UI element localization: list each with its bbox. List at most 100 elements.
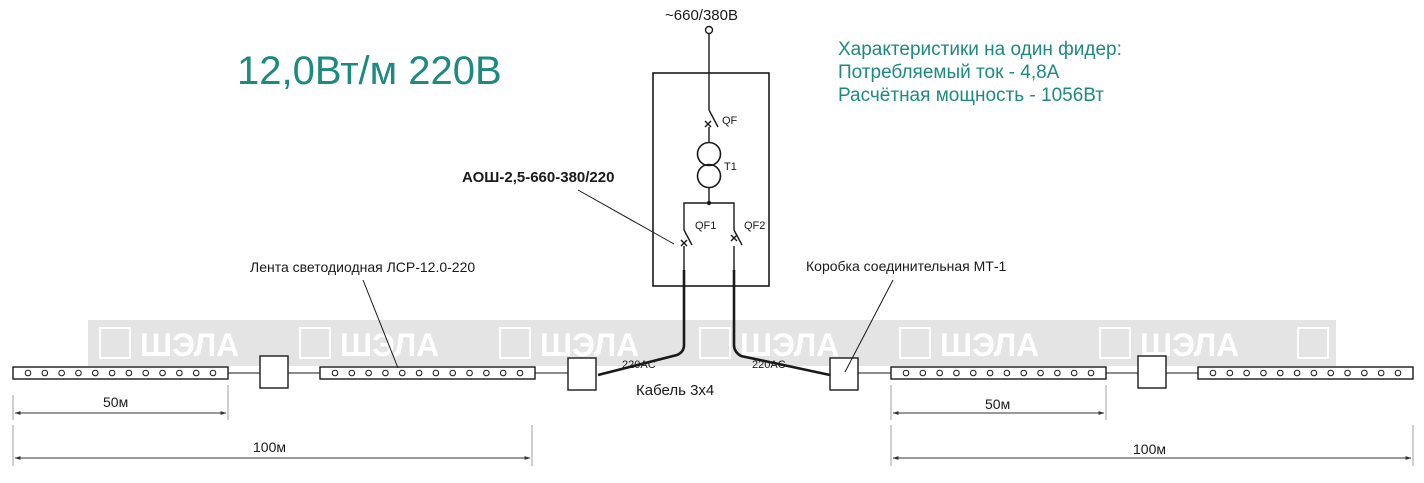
breaker-qf2 [730,229,743,270]
outgoing-bus [683,202,735,230]
led-dot [516,369,524,377]
watermark-text: ШЭЛА [740,327,839,363]
led-strip-label: Лента светодиодная ЛСР-12.0-220 [250,259,475,275]
led-dot [1037,369,1044,377]
cabinet-name-label: АОШ-2,5-660-380/220 [462,169,614,186]
led-dot [1260,369,1267,377]
led-strip-leader [362,279,399,369]
led-dot [902,369,910,377]
characteristics-heading: Характеристики на один фидер: [838,39,1122,60]
junction-box [1137,355,1167,389]
led-strip [12,366,229,380]
supply-terminal [704,25,714,35]
led-dot [1003,369,1011,377]
led-dot [1293,369,1301,377]
led-dot [1394,369,1402,377]
led-dot [969,369,977,377]
watermark-group: ШЭЛА ШЭЛА ШЭЛА ШЭЛА ШЭЛА ШЭЛА [99,327,1329,363]
junction-box-leader [844,279,894,373]
led-dot [919,369,927,377]
watermark-text: ШЭЛА [140,327,239,363]
breaker-qf2-label: QF2 [744,220,765,232]
watermark-text: ШЭЛА [940,327,1039,363]
breaker-qf1 [680,229,693,270]
led-dot [1020,369,1028,377]
led-dot [1226,369,1234,377]
page-title: 12,0Вт/м 220В [237,49,502,93]
dimension-left-long [12,425,533,466]
led-dot [159,369,166,377]
transformer-t1 [696,141,722,206]
led-dot [331,369,339,377]
breaker-qf-label: QF [722,115,738,127]
led-dot [936,369,943,377]
cabinet-leader [577,189,675,245]
dimension-left-short-label: 50м [103,394,128,410]
dimension-right-short-label: 50м [985,396,1010,412]
led-dot [1344,369,1351,377]
led-dot [986,369,994,377]
led-dot [432,369,440,377]
led-strip [1197,366,1414,380]
led-dot [1276,369,1284,377]
watermark-logo-3: ШЭЛА [499,327,639,363]
characteristics-current: Потребляемый ток - 4,8А [838,62,1060,83]
led-dot [125,369,133,377]
led-strip [890,366,1107,380]
led-strip [319,366,536,380]
led-dot [415,369,423,377]
led-dot [209,369,217,377]
led-dot [1361,369,1368,377]
junction-box [259,355,289,389]
led-dot [449,369,457,377]
voltage-left-label: 220AC [622,359,656,371]
watermark-logo-7 [1297,327,1329,359]
watermark-logo-1: ШЭЛА [99,327,239,363]
led-dot [192,369,200,377]
led-dot [466,369,473,377]
watermark-logo-5: ШЭЛА [899,327,1039,363]
led-dot [91,369,99,377]
led-dot [58,369,65,377]
led-dot [365,369,372,377]
voltage-right-label: 220AC [752,359,786,371]
dimension-left-short [12,385,229,420]
dimension-left-long-label: 100м [253,439,286,455]
led-dot [24,369,32,377]
cabinet-box [652,72,770,287]
led-dot [483,369,490,377]
junction-box [829,357,859,391]
breaker-qf1-label: QF1 [695,220,716,232]
dimension-right-long [890,425,1414,466]
led-dot [142,369,150,377]
led-dot [1070,369,1078,377]
led-dot [398,369,406,377]
led-dot [1054,369,1061,377]
led-dot [1209,369,1217,377]
cable-right [732,270,831,377]
cable-label: Кабель 3х4 [636,382,714,399]
watermark-logo-4: ШЭЛА [699,327,839,363]
led-dot [75,369,82,377]
led-dot [1243,369,1250,377]
watermark-text: ШЭЛА [340,327,439,363]
characteristics-power: Расчётная мощность - 1056Вт [838,85,1104,106]
watermark-logo-2: ШЭЛА [299,327,439,363]
transformer-label: T1 [724,161,737,173]
junction-box [567,357,597,391]
led-dot [41,369,49,377]
led-dot [1327,369,1335,377]
led-dot [1087,369,1095,377]
led-dot [499,369,507,377]
dimension-right-long-label: 100м [1133,441,1166,457]
junction-box-label: Коробка соединительная МТ-1 [806,258,1007,274]
led-dot [176,369,183,377]
led-dot [108,369,116,377]
supply-voltage-label: ~660/380В [665,7,738,24]
led-dot [382,369,389,377]
led-dot [953,369,960,377]
led-dot [1377,369,1385,377]
led-dot [348,369,356,377]
led-dot [1310,369,1318,377]
